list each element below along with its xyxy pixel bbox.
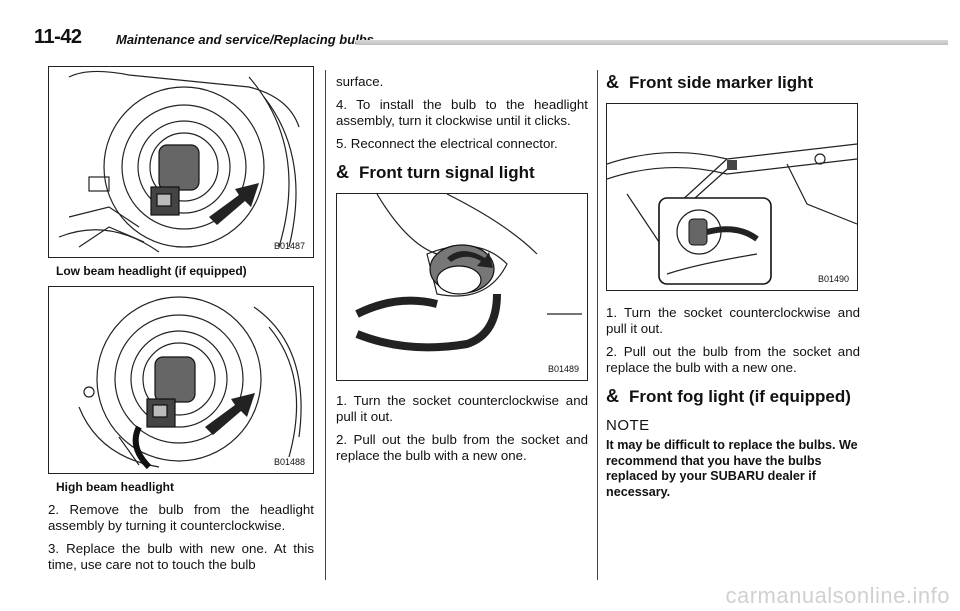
step-1: 1. Turn the socket counterclockwise and … <box>606 305 860 336</box>
heading-front-turn-signal: & Front turn signal light <box>336 162 588 183</box>
figure-id: B01488 <box>273 457 305 467</box>
watermark: carmanualsonline.info <box>725 583 950 608</box>
figure-high-beam: B01488 <box>48 286 314 474</box>
page-header: 11-42 Maintenance and service/Replacing … <box>20 26 948 54</box>
side-marker-illustration <box>607 143 857 285</box>
turn-signal-illustration <box>355 194 582 352</box>
low-beam-illustration <box>58 70 300 253</box>
figure-turn-signal: B01489 <box>336 193 588 381</box>
step-3-continued: surface. <box>336 74 384 89</box>
section-mark: & <box>336 162 349 182</box>
heading-text: Front turn signal light <box>359 162 535 182</box>
step-3: 3. Replace the bulb with new one. At thi… <box>48 541 314 572</box>
column-middle: surface. 4. To install the bulb to the h… <box>336 66 588 471</box>
column-divider <box>597 70 598 580</box>
step-2: 2. Pull out the bulb from the socket and… <box>336 432 588 463</box>
heading-text: Front fog light (if equipped) <box>629 386 851 406</box>
heading-text: Front side marker light <box>629 72 814 92</box>
step-2: 2. Remove the bulb from the headlight as… <box>48 502 314 533</box>
step-2: 2. Pull out the bulb from the socket and… <box>606 344 860 375</box>
figure-caption: Low beam headlight (if equipped) <box>56 264 247 278</box>
heading-front-fog-light: & Front fog light (if equipped) <box>606 386 860 407</box>
figure-caption: High beam headlight <box>56 480 175 494</box>
step-1: 1. Turn the socket counterclockwise and … <box>336 393 588 424</box>
section-mark: & <box>606 72 619 92</box>
header-bar <box>356 40 948 45</box>
figure-id: B01490 <box>817 274 849 284</box>
figure-low-beam: B01487 <box>48 66 314 258</box>
step-4: 4. To install the bulb to the headlight … <box>336 97 588 128</box>
figure-id: B01487 <box>273 241 305 251</box>
page-number: 11-42 <box>34 26 82 48</box>
column-left: B01487 Low beam headlight (if equipped) <box>48 66 314 580</box>
section-mark: & <box>606 386 619 406</box>
step-5: 5. Reconnect the electrical connector. <box>336 136 558 151</box>
note-text: It may be difficult to replace the bulbs… <box>606 438 858 499</box>
figure-side-marker: B01490 <box>606 103 858 291</box>
heading-front-side-marker: & Front side marker light <box>606 72 860 93</box>
column-right: & Front side marker light B01490 1 <box>606 66 860 500</box>
high-beam-illustration <box>78 296 302 470</box>
section-title: Maintenance and service/Replacing bulbs <box>116 32 374 47</box>
column-divider <box>325 70 326 580</box>
figure-id: B01489 <box>547 364 579 374</box>
note-heading: NOTE <box>606 417 650 434</box>
